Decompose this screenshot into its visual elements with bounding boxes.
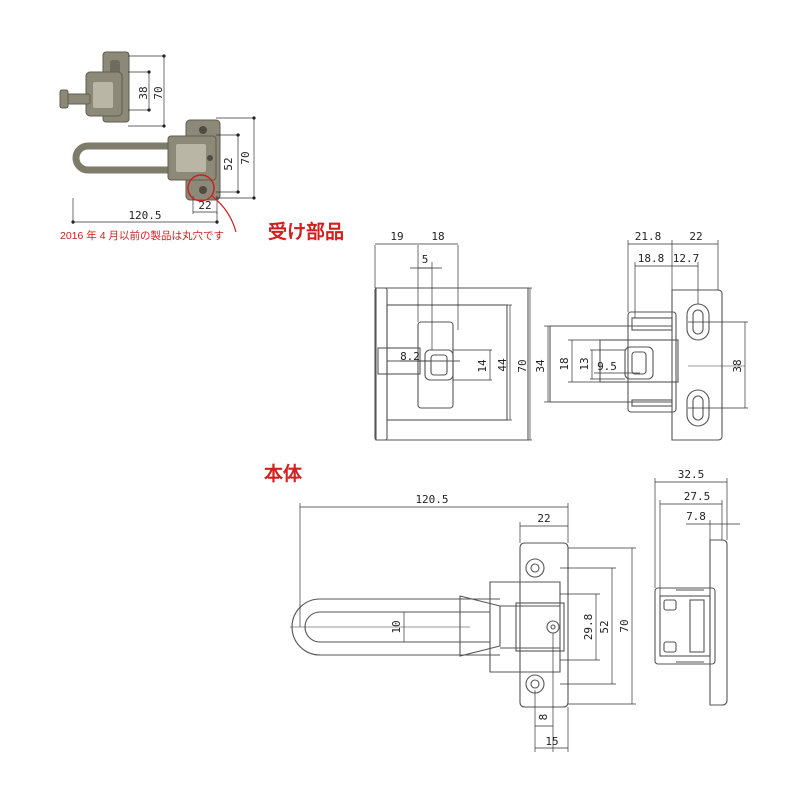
- dim-bf-70: 70: [618, 619, 631, 632]
- dim-rs-34: 34: [534, 359, 547, 373]
- receiver-side-dims: 21.8 22 18.8 12.7 34 18 13 9.5 38: [534, 230, 748, 409]
- dim-rs-9-5: 9.5: [597, 360, 617, 373]
- product-photo-body: [72, 119, 221, 201]
- dim-bf-15: 15: [545, 735, 558, 748]
- dim-rf-19: 19: [390, 230, 403, 243]
- receiver-front-dims: 19 18 5 8.2 14 44 70: [374, 230, 532, 441]
- dim-rf-8-2: 8.2: [400, 350, 420, 363]
- dim-rs-18: 18: [558, 357, 571, 370]
- dim-bs-27-5: 27.5: [684, 490, 711, 503]
- dim-bf-8: 8: [537, 714, 550, 721]
- dim-rf-14: 14: [476, 359, 489, 373]
- body-side-view: [654, 539, 728, 706]
- receiver-front-view: [374, 287, 529, 441]
- dim-bf-22: 22: [537, 512, 550, 525]
- heading-receiver: 受け部品: [268, 220, 344, 243]
- dim-body-22: 22: [198, 199, 211, 212]
- dim-body-52: 52: [222, 157, 235, 170]
- dim-bf-29-8: 29.8: [582, 614, 595, 641]
- dim-bs-7-8: 7.8: [686, 510, 706, 523]
- dim-rf-5: 5: [422, 253, 429, 266]
- dim-rf-70: 70: [516, 359, 529, 372]
- round-hole-callout: 2016 年 4 月以前の製品は丸穴です: [60, 174, 237, 242]
- dim-rf-44: 44: [496, 358, 509, 372]
- dim-rs-22: 22: [689, 230, 702, 243]
- dim-bf-52: 52: [598, 620, 611, 633]
- body-front-view: [290, 542, 569, 708]
- photo-dims-body: 52 70 22 120.5: [71, 116, 256, 224]
- dim-body-70: 70: [239, 151, 252, 164]
- dim-rs-21-8: 21.8: [635, 230, 662, 243]
- dim-overall-120-5: 120.5: [128, 209, 161, 222]
- body-front-dims: 120.5 22 10 29.8 52 70 8 15: [299, 493, 636, 752]
- receiver-side-view: [549, 289, 723, 441]
- dim-rf-18: 18: [431, 230, 444, 243]
- dim-receiver-70: 70: [152, 86, 165, 99]
- dim-rs-12-7: 12.7: [673, 252, 700, 265]
- body-side-dims: 32.5 27.5 7.8: [654, 468, 740, 596]
- dim-bs-32-5: 32.5: [678, 468, 705, 481]
- dim-rs-13: 13: [578, 357, 591, 370]
- note-round-hole: 2016 年 4 月以前の製品は丸穴です: [60, 229, 224, 242]
- dim-rs-18-8: 18.8: [638, 252, 665, 265]
- dim-receiver-38: 38: [137, 86, 150, 99]
- heading-body: 本体: [264, 462, 303, 485]
- photo-dims-receiver: 38 70: [128, 54, 166, 128]
- dim-bf-10: 10: [390, 620, 403, 633]
- dim-bf-120-5: 120.5: [415, 493, 448, 506]
- product-photo-receiver: [59, 51, 130, 123]
